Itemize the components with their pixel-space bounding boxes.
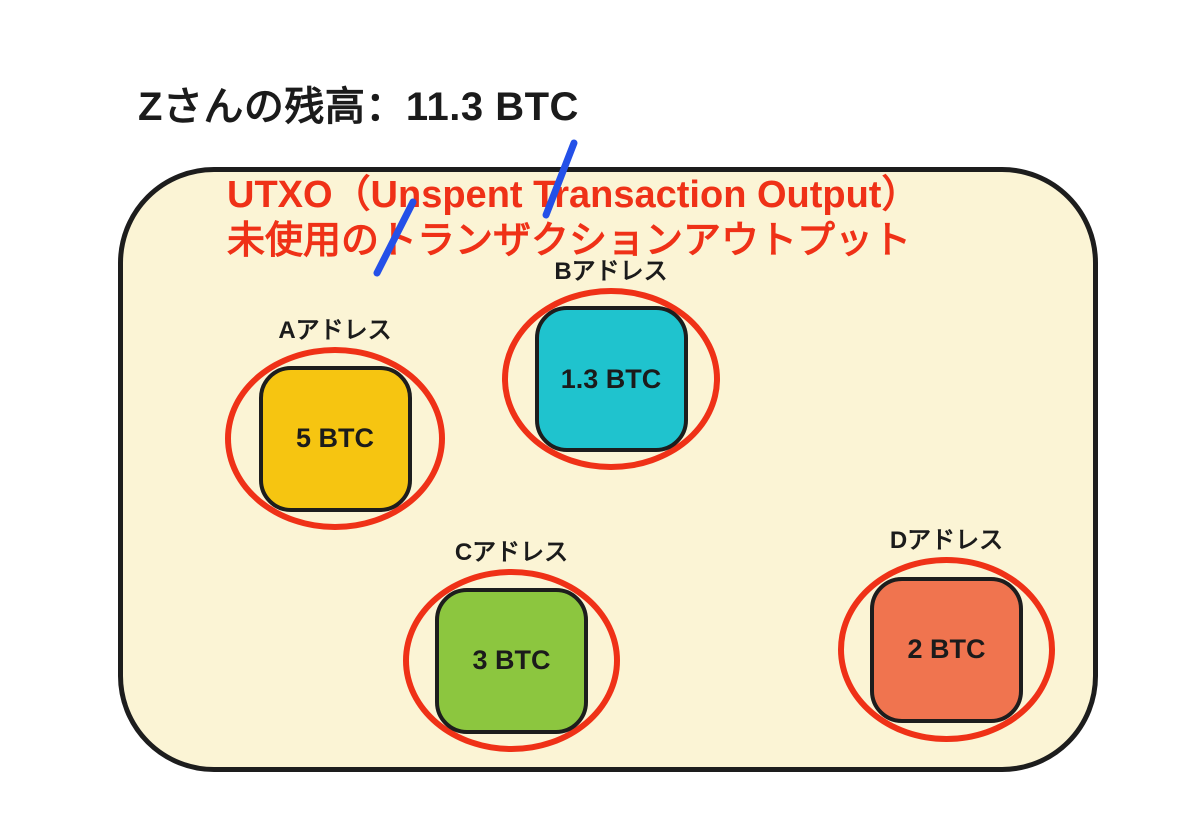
utxo-wallet-container: UTXO（Unspent Transaction Output） 未使用のトラン… <box>118 167 1098 772</box>
utxo-box-a: 5 BTC <box>258 365 412 512</box>
utxo-label-c: Cアドレス <box>454 539 569 566</box>
utxo-highlight-circle-d: 2 BTC <box>838 557 1055 742</box>
utxo-highlight-circle-c: 3 BTC <box>403 569 620 752</box>
balance-title: Zさんの残高：11.3 BTC <box>138 85 579 129</box>
utxo-label-b: Bアドレス <box>554 258 668 285</box>
utxo-highlight-circle-a: 5 BTC <box>225 347 445 530</box>
utxo-box-d: 2 BTC <box>870 576 1023 723</box>
utxo-label-a: Aアドレス <box>278 317 392 344</box>
utxo-highlight-circle-b: 1.3 BTC <box>502 288 720 470</box>
utxo-amount-d: 2 BTC <box>907 634 986 664</box>
utxo-group-d: Dアドレス 2 BTC <box>838 527 1055 742</box>
utxo-box-b: 1.3 BTC <box>534 306 688 452</box>
utxo-group-a: Aアドレス 5 BTC <box>225 317 445 530</box>
utxo-group-b: Bアドレス 1.3 BTC <box>502 258 720 470</box>
utxo-group-c: Cアドレス 3 BTC <box>403 539 620 752</box>
utxo-heading-line1: UTXO（Unspent Transaction Output） <box>227 174 920 216</box>
utxo-amount-c: 3 BTC <box>472 645 551 675</box>
utxo-amount-b: 1.3 BTC <box>560 363 662 394</box>
utxo-heading-line2: 未使用のトランザクションアウトプット <box>227 220 912 262</box>
utxo-box-c: 3 BTC <box>435 587 588 734</box>
utxo-label-d: Dアドレス <box>889 527 1004 554</box>
utxo-amount-a: 5 BTC <box>295 423 374 453</box>
